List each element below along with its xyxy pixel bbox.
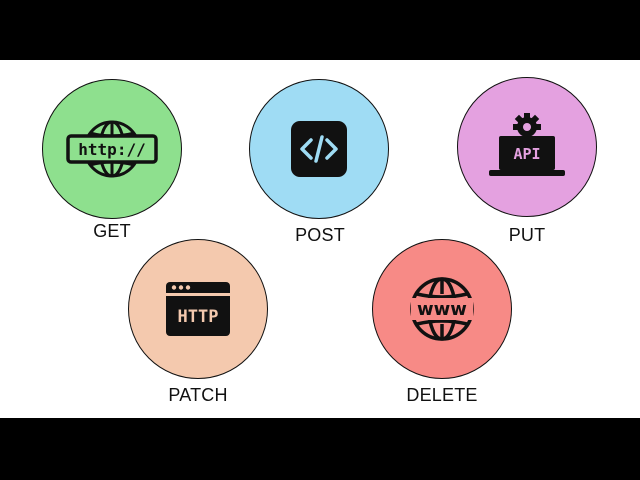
diagram-canvas: http:// GET POST (0, 60, 640, 418)
get-circle: http:// (42, 79, 182, 219)
api-text: API (513, 145, 540, 163)
get-label: GET (93, 221, 131, 241)
put-label: PUT (508, 225, 546, 245)
www-text: www (417, 299, 467, 320)
put-circle: API (457, 77, 597, 217)
delete-circle: www (372, 239, 512, 379)
post-label: POST (295, 225, 345, 245)
letterbox-top (0, 0, 640, 60)
www-globe-icon: www (410, 277, 474, 341)
patch-label: PATCH (168, 385, 228, 405)
http-globe-icon: http:// (66, 120, 158, 178)
http-url-text: http:// (78, 140, 145, 159)
letterbox-bottom (0, 418, 640, 480)
patch-circle: HTTP (128, 239, 268, 379)
http-text: HTTP (178, 307, 219, 327)
post-circle (249, 79, 389, 219)
code-icon (291, 121, 347, 177)
gear-icon (513, 113, 541, 137)
api-laptop-icon: API (489, 113, 565, 176)
delete-label: DELETE (406, 385, 478, 405)
http-window-icon: HTTP (166, 282, 230, 336)
